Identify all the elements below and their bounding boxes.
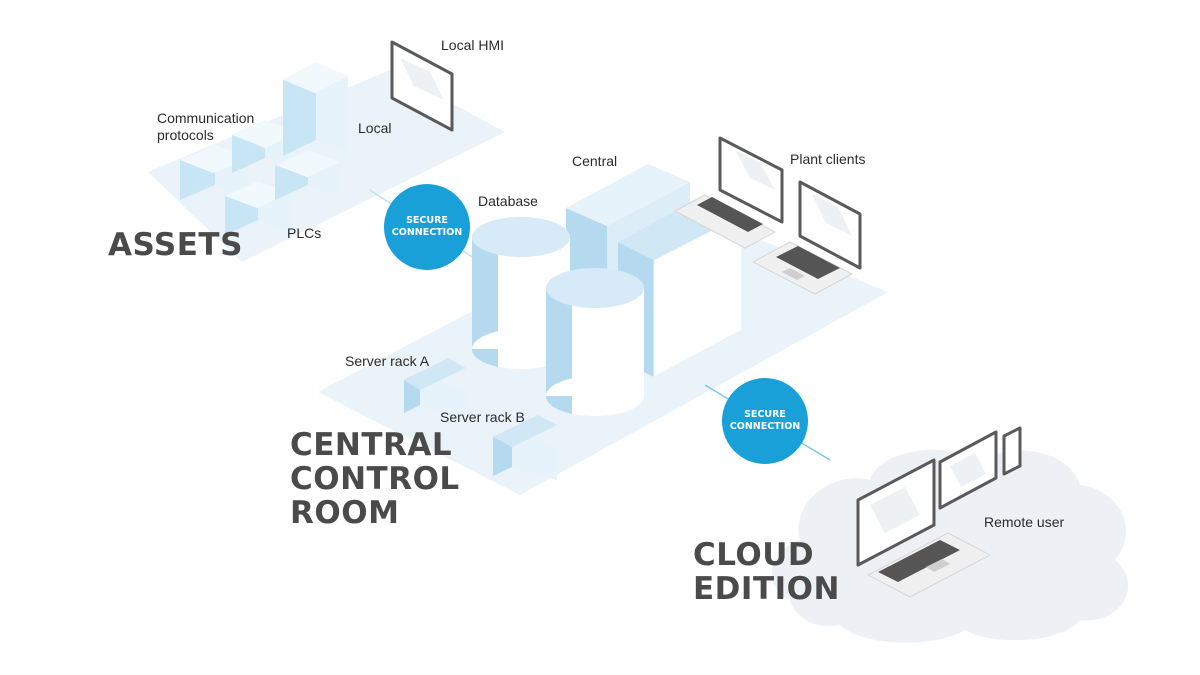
remote-user-label: Remote user: [984, 514, 1065, 530]
secure-connection-badge-assets: SECURE CONNECTION: [384, 184, 470, 270]
plant-client-laptop-2: [751, 180, 862, 295]
local-hmi-screen: [390, 40, 454, 132]
remote-laptop: [856, 458, 992, 598]
secure-connection-badge-line-1: SECURE: [406, 215, 448, 226]
plcs-label: PLCs: [287, 225, 322, 241]
plant-client-laptop-1: [673, 136, 784, 249]
server-rack-a-label: Server rack A: [345, 353, 430, 369]
local-tall-cube: [283, 62, 348, 156]
plant-clients-label: Plant clients: [790, 151, 866, 167]
database-cylinder-1: [471, 217, 570, 369]
secure-connection-badge-line-2: CONNECTION: [391, 227, 463, 238]
central-control-room-line-1: CENTRAL: [290, 427, 453, 463]
cloud-edition-line-1: CLOUD: [693, 537, 815, 573]
remote-monitor: [938, 430, 998, 510]
server-rack-b: [493, 415, 557, 480]
secure-connection-badge-cloud: SECURE CONNECTION: [722, 378, 808, 464]
local-label: Local: [358, 120, 392, 136]
database-label: Database: [478, 193, 538, 209]
cloud-edition-line-2: EDITION: [693, 571, 840, 607]
secure-connection-badge-line-2: CONNECTION: [729, 421, 801, 432]
communication-protocols-label: Communication protocols: [157, 110, 255, 143]
assets-heading: ASSETS: [108, 227, 243, 263]
plc-cube-1: [180, 145, 248, 200]
server-rack-a: [404, 358, 466, 420]
local-hmi-label: Local HMI: [441, 37, 505, 53]
central-control-room-line-2: CONTROL: [290, 461, 460, 497]
database-cylinder-2: [545, 268, 644, 416]
central-control-room-line-3: ROOM: [290, 495, 400, 531]
central-label: Central: [572, 153, 618, 169]
plc-cube-4: [275, 150, 340, 200]
server-rack-b-label: Server rack B: [440, 409, 525, 425]
secure-connection-badge-line-1: SECURE: [744, 409, 786, 420]
remote-phone: [1002, 426, 1022, 476]
